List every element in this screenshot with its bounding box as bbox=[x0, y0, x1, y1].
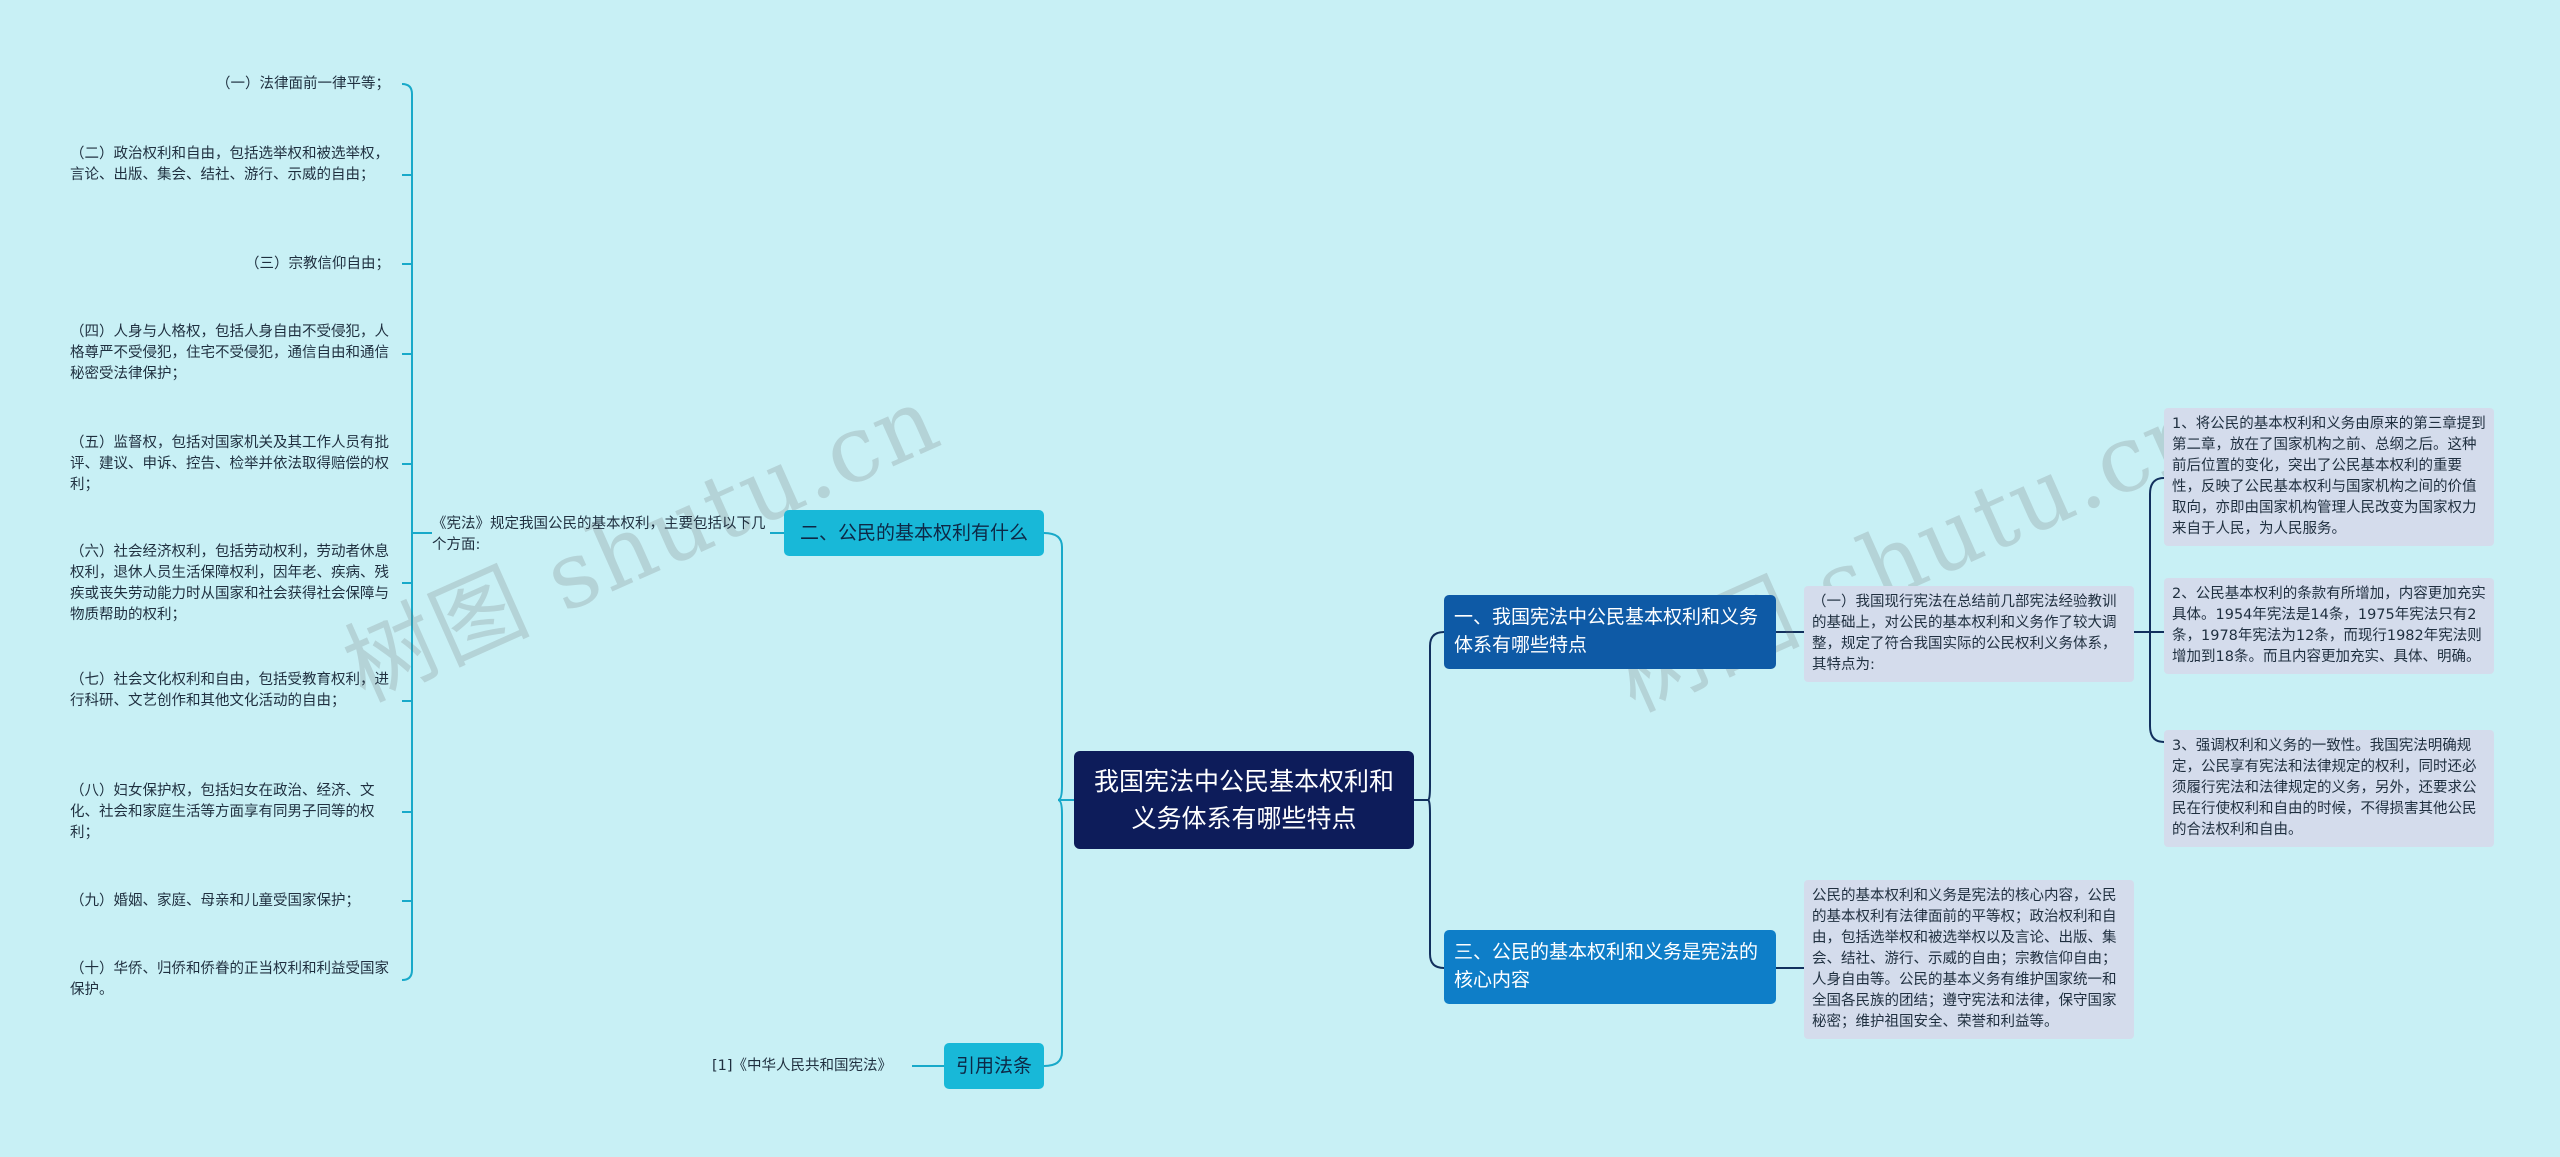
citation-branch[interactable]: 引用法条 bbox=[944, 1043, 1044, 1089]
feature-item-2[interactable]: 2、公民基本权利的条款有所增加，内容更加充实具体。1954年宪法是14条，197… bbox=[2164, 578, 2494, 674]
connector-root-citation bbox=[1043, 799, 1074, 1067]
rights-item-3[interactable]: （三）宗教信仰自由； bbox=[245, 256, 390, 272]
feature-item-3[interactable]: 3、强调权利和义务的一致性。我国宪法明确规定，公民享有宪法和法律规定的权利，同时… bbox=[2164, 730, 2494, 847]
citation-item[interactable]: [1]《中华人民共和国宪法》 bbox=[712, 1058, 893, 1074]
connector-intro-subitems bbox=[2134, 477, 2165, 743]
rights-item-9[interactable]: （九）婚姻、家庭、母亲和儿童受国家保护； bbox=[70, 893, 360, 909]
branch-two-basic-rights[interactable]: 二、公民的基本权利有什么 bbox=[784, 510, 1044, 556]
rights-item-5[interactable]: （五）监督权，包括对国家机关及其工作人员有批评、建议、申诉、控告、检举并依法取得… bbox=[70, 435, 389, 493]
rights-item-1[interactable]: （一）法律面前一律平等； bbox=[216, 76, 390, 92]
connector-items-spine bbox=[401, 83, 413, 981]
branch-two-intro[interactable]: 《宪法》规定我国公民的基本权利，主要包括以下几个方面: bbox=[432, 516, 766, 553]
branch-one-intro[interactable]: （一）我国现行宪法在总结前几部宪法经验教训的基础上，对公民的基本权利和义务作了较… bbox=[1804, 586, 2134, 682]
rights-item-7[interactable]: （七）社会文化权利和自由，包括受教育权利，进行科研、文艺创作和其他文化活动的自由… bbox=[70, 672, 389, 709]
feature-item-1[interactable]: 1、将公民的基本权利和义务由原来的第三章提到第二章，放在了国家机构之前、总纲之后… bbox=[2164, 408, 2494, 546]
root-topic[interactable]: 我国宪法中公民基本权利和义务体系有哪些特点 bbox=[1074, 751, 1414, 849]
rights-item-4[interactable]: （四）人身与人格权，包括人身自由不受侵犯，人格尊严不受侵犯，住宅不受侵犯，通信自… bbox=[70, 324, 389, 382]
connector-root-branch-one bbox=[1414, 631, 1445, 801]
rights-item-6[interactable]: （六）社会经济权利，包括劳动权利，劳动者休息权利，退休人员生活保障权利，因年老、… bbox=[70, 544, 389, 623]
rights-item-2[interactable]: （二）政治权利和自由，包括选举权和被选举权，言论、出版、集会、结社、游行、示威的… bbox=[70, 146, 389, 183]
branch-one-features[interactable]: 一、我国宪法中公民基本权利和义务体系有哪些特点 bbox=[1444, 595, 1776, 669]
branch-three-core-content[interactable]: 三、公民的基本权利和义务是宪法的核心内容 bbox=[1444, 930, 1776, 1004]
branch-three-text[interactable]: 公民的基本权利和义务是宪法的核心内容，公民的基本权利有法律面前的平等权；政治权利… bbox=[1804, 880, 2134, 1039]
rights-item-10[interactable]: （十）华侨、归侨和侨眷的正当权利和利益受国家保护。 bbox=[70, 961, 389, 998]
connector-root-branch-two bbox=[1043, 532, 1074, 801]
connector-root-branch-three bbox=[1414, 799, 1445, 969]
rights-item-8[interactable]: （八）妇女保护权，包括妇女在政治、经济、文化、社会和家庭生活等方面享有同男子同等… bbox=[70, 783, 375, 841]
